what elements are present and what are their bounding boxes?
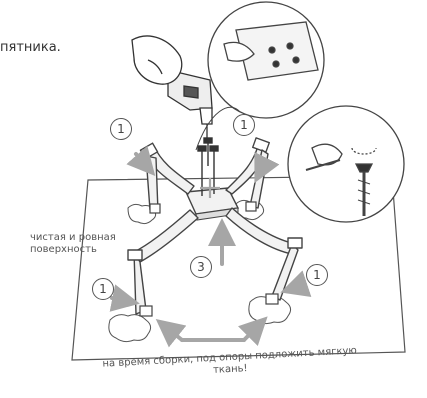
surface-label: чистая и ровная поверхность xyxy=(30,232,120,256)
instruction-fragment: пятника. xyxy=(0,42,61,54)
callout-step-1: 1 xyxy=(92,278,114,300)
detail-zoom-top xyxy=(208,2,324,118)
callout-step-1: 1 xyxy=(110,118,132,140)
screwdriver-drill-icon xyxy=(132,36,212,140)
callout-step-1: 1 xyxy=(306,264,328,286)
callout-step-3: 3 xyxy=(190,256,212,278)
detail-zoom-screw xyxy=(288,106,404,222)
callout-step-1: 1 xyxy=(233,114,255,136)
